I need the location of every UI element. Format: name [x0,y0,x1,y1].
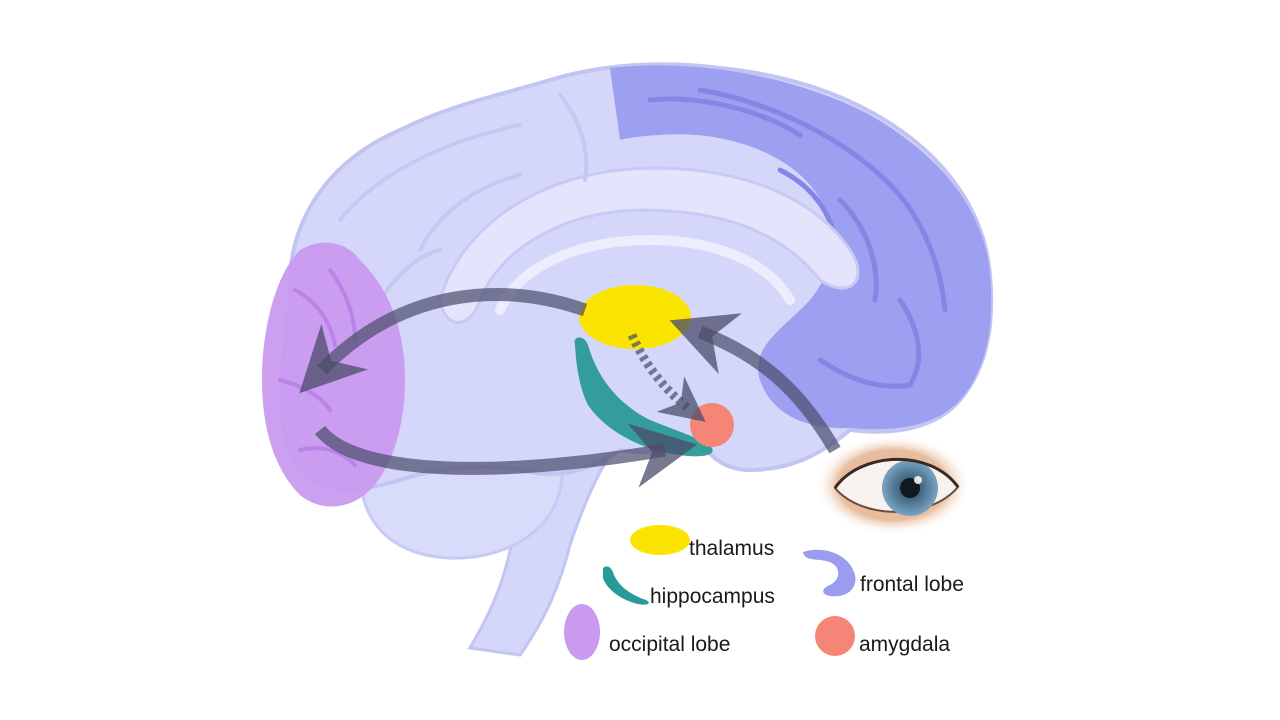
arrow-occipital-to-amygdala [314,423,698,488]
arrow-thalamus-to-amygdala-dashed [627,333,706,422]
arrow-thalamus-to-occipital [299,287,588,394]
brain-gyri-outline [338,93,589,302]
legend-hippocampus-label: hippocampus [650,585,775,608]
hippocampus-region [574,337,713,457]
legend-frontal-lobe-label: frontal lobe [860,573,964,596]
legend-occipital-lobe-label: occipital lobe [609,633,731,656]
amygdala-region [690,403,734,447]
legend-frontal-lobe-swatch [803,549,856,597]
legend-thalamus-swatch [630,525,690,555]
legend-hippocampus-swatch [603,566,649,605]
frontal-lobe-region [610,65,992,430]
eye-icon [815,435,971,535]
fornix [495,234,795,315]
legend-amygdala-swatch [815,616,855,656]
legend-thalamus-label: thalamus [689,537,775,560]
corpus-callosum [438,166,860,324]
thalamus-region [579,285,691,349]
legend-occipital-lobe-swatch [564,604,600,660]
frontal-gyri [647,87,948,389]
arrow-eye-to-thalamus [669,313,841,454]
legend-amygdala-label: amygdala [859,633,951,656]
